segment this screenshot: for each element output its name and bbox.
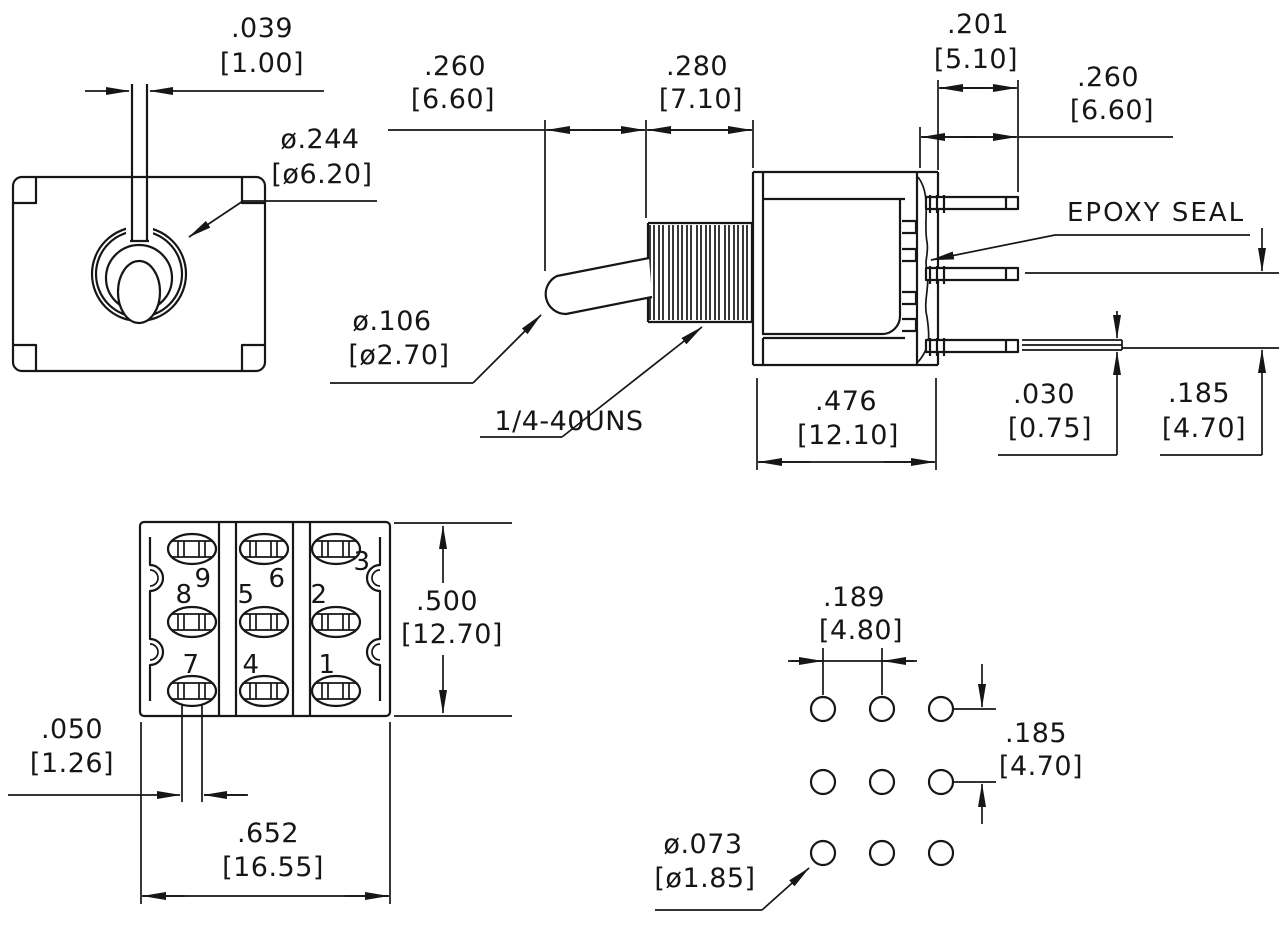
dim-row-pitch-in: .185 bbox=[1005, 718, 1067, 749]
terminal-number-5: 5 bbox=[237, 580, 254, 610]
left-clip-inner bbox=[149, 569, 159, 661]
dim-lever-width-in: .039 bbox=[231, 13, 293, 44]
terminal-number-3: 3 bbox=[353, 547, 370, 577]
toggle-boss bbox=[90, 84, 188, 325]
dim-body-width-mm: [16.55] bbox=[222, 852, 324, 883]
dim-lever-extension-in: .260 bbox=[424, 51, 486, 82]
dim-terminal-protrusion: .201 [5.10] bbox=[934, 9, 1018, 92]
dim-column-pitch-mm: [4.80] bbox=[819, 615, 903, 646]
dim-lever-width-mm: [1.00] bbox=[220, 48, 304, 79]
epoxy-seal-callout: EPOXY SEAL bbox=[930, 198, 1250, 261]
front-view: .039 [1.00] ø.244 [ø6.20] bbox=[11, 13, 377, 373]
left-clip-profile bbox=[148, 537, 165, 701]
dim-hole-dia-mm: [ø1.85] bbox=[654, 863, 755, 894]
terminal-number-6: 6 bbox=[268, 564, 285, 594]
dim-terminal-protrusion-in: .201 bbox=[947, 9, 1009, 40]
dim-terminal-protrusion-mm: [5.10] bbox=[934, 44, 1018, 75]
dim-body-height: .500 [12.70] bbox=[394, 522, 512, 717]
extension-lines bbox=[544, 80, 1019, 271]
dim-terminal-row-pitch: .185 [4.70] bbox=[1160, 228, 1266, 456]
terminal-number-4: 4 bbox=[242, 650, 259, 680]
dim-hole-dia: ø.073 [ø1.85] bbox=[654, 829, 810, 911]
dim-lever-width: .039 [1.00] bbox=[85, 13, 324, 95]
dim-lever-dia-mm: [ø2.70] bbox=[348, 340, 449, 371]
threaded-bushing bbox=[646, 221, 754, 324]
dim-boss-dia-mm: [ø6.20] bbox=[271, 159, 372, 190]
dim-thread-length: .280 [7.10] bbox=[647, 51, 752, 134]
terminal-number-1: 1 bbox=[318, 650, 335, 680]
dim-terminal-reach-in: .260 bbox=[1077, 62, 1139, 93]
right-clip-inner bbox=[371, 569, 381, 661]
epoxy-seal-label: EPOXY SEAL bbox=[1067, 198, 1245, 228]
terminal-pin-row2 bbox=[924, 264, 1020, 286]
dim-lever-extension: .260 [6.60] bbox=[388, 51, 645, 134]
dim-terminal-row-pitch-mm: [4.70] bbox=[1162, 413, 1246, 444]
terminal-pin-row1 bbox=[924, 193, 1020, 215]
dim-thread-length-mm: [7.10] bbox=[659, 84, 743, 115]
body-inner-case bbox=[761, 199, 902, 336]
dim-body-height-in: .500 bbox=[416, 586, 478, 617]
dim-row-pitch-mm: [4.70] bbox=[999, 751, 1083, 782]
dim-body-width: .652 [16.55] bbox=[140, 722, 391, 904]
dim-boss-dia-in: ø.244 bbox=[280, 124, 359, 155]
bottom-view: 1 2 3 4 5 6 7 8 9 .500 [12.70] .050 [1.2… bbox=[8, 520, 512, 904]
dim-terminal-width-mm: [1.26] bbox=[30, 748, 114, 779]
terminal-number-7: 7 bbox=[182, 650, 199, 680]
terminal-number-2: 2 bbox=[310, 580, 327, 610]
side-view: EPOXY SEAL .260 [6.60] .280 [7.10] .201 … bbox=[330, 9, 1279, 470]
dim-thread-length-in: .280 bbox=[666, 51, 728, 82]
toggle-lever-side bbox=[544, 256, 653, 316]
dim-terminal-width: .050 [1.26] bbox=[8, 704, 248, 802]
pin-reference-lines bbox=[1025, 272, 1279, 349]
switch-body-front bbox=[11, 175, 267, 373]
mounting-holes bbox=[809, 695, 955, 867]
terminals-grid bbox=[166, 532, 362, 708]
hole-pattern-view: .189 [4.80] .185 [4.70] ø.073 [ø1.85] bbox=[654, 582, 1083, 911]
toggle-lever-tip-front bbox=[116, 259, 162, 325]
dim-boss-dia: ø.244 [ø6.20] bbox=[188, 124, 377, 238]
dim-body-height-mm: [12.70] bbox=[401, 619, 503, 650]
dim-terminal-width-in: .050 bbox=[41, 714, 103, 745]
switch-body-bottom bbox=[138, 520, 392, 718]
dim-body-length-in: .476 bbox=[815, 386, 877, 417]
dim-body-length-mm: [12.10] bbox=[797, 420, 899, 451]
toggle-lever-front bbox=[130, 84, 149, 243]
dim-body-width-in: .652 bbox=[237, 818, 299, 849]
dim-tip-offset-mm: [0.75] bbox=[1008, 413, 1092, 444]
dim-lever-dia-in: ø.106 bbox=[352, 306, 431, 337]
terminal-pin-row3 bbox=[924, 336, 1020, 358]
dim-terminal-reach-mm: [6.60] bbox=[1070, 95, 1154, 126]
dim-hole-dia-in: ø.073 bbox=[663, 829, 742, 860]
dim-lever-extension-mm: [6.60] bbox=[411, 84, 495, 115]
bent-pin-tip bbox=[1022, 339, 1123, 351]
dim-tip-offset: .030 [0.75] bbox=[998, 311, 1121, 456]
dim-body-length: .476 [12.10] bbox=[756, 378, 937, 470]
dim-row-pitch: .185 [4.70] bbox=[954, 664, 1083, 824]
section-dividers bbox=[217, 522, 312, 716]
dim-column-pitch: .189 [4.80] bbox=[788, 582, 917, 695]
dim-tip-offset-in: .030 bbox=[1013, 379, 1075, 410]
switch-body-side bbox=[751, 170, 940, 367]
thread-spec-callout: 1/4-40UNS bbox=[480, 326, 703, 438]
right-clip-profile bbox=[365, 537, 382, 701]
terminal-number-8: 8 bbox=[175, 580, 192, 610]
dim-lever-dia: ø.106 [ø2.70] bbox=[330, 306, 542, 384]
terminal-number-9: 9 bbox=[194, 564, 211, 594]
terminal-numbers: 1 2 3 4 5 6 7 8 9 bbox=[175, 547, 370, 680]
dim-column-pitch-in: .189 bbox=[823, 582, 885, 613]
body-corner-marks bbox=[13, 177, 265, 371]
terminal-support-tabs bbox=[902, 219, 918, 333]
dim-terminal-row-pitch-in: .185 bbox=[1168, 378, 1230, 409]
dim-terminal-reach: .260 [6.60] bbox=[921, 62, 1173, 141]
